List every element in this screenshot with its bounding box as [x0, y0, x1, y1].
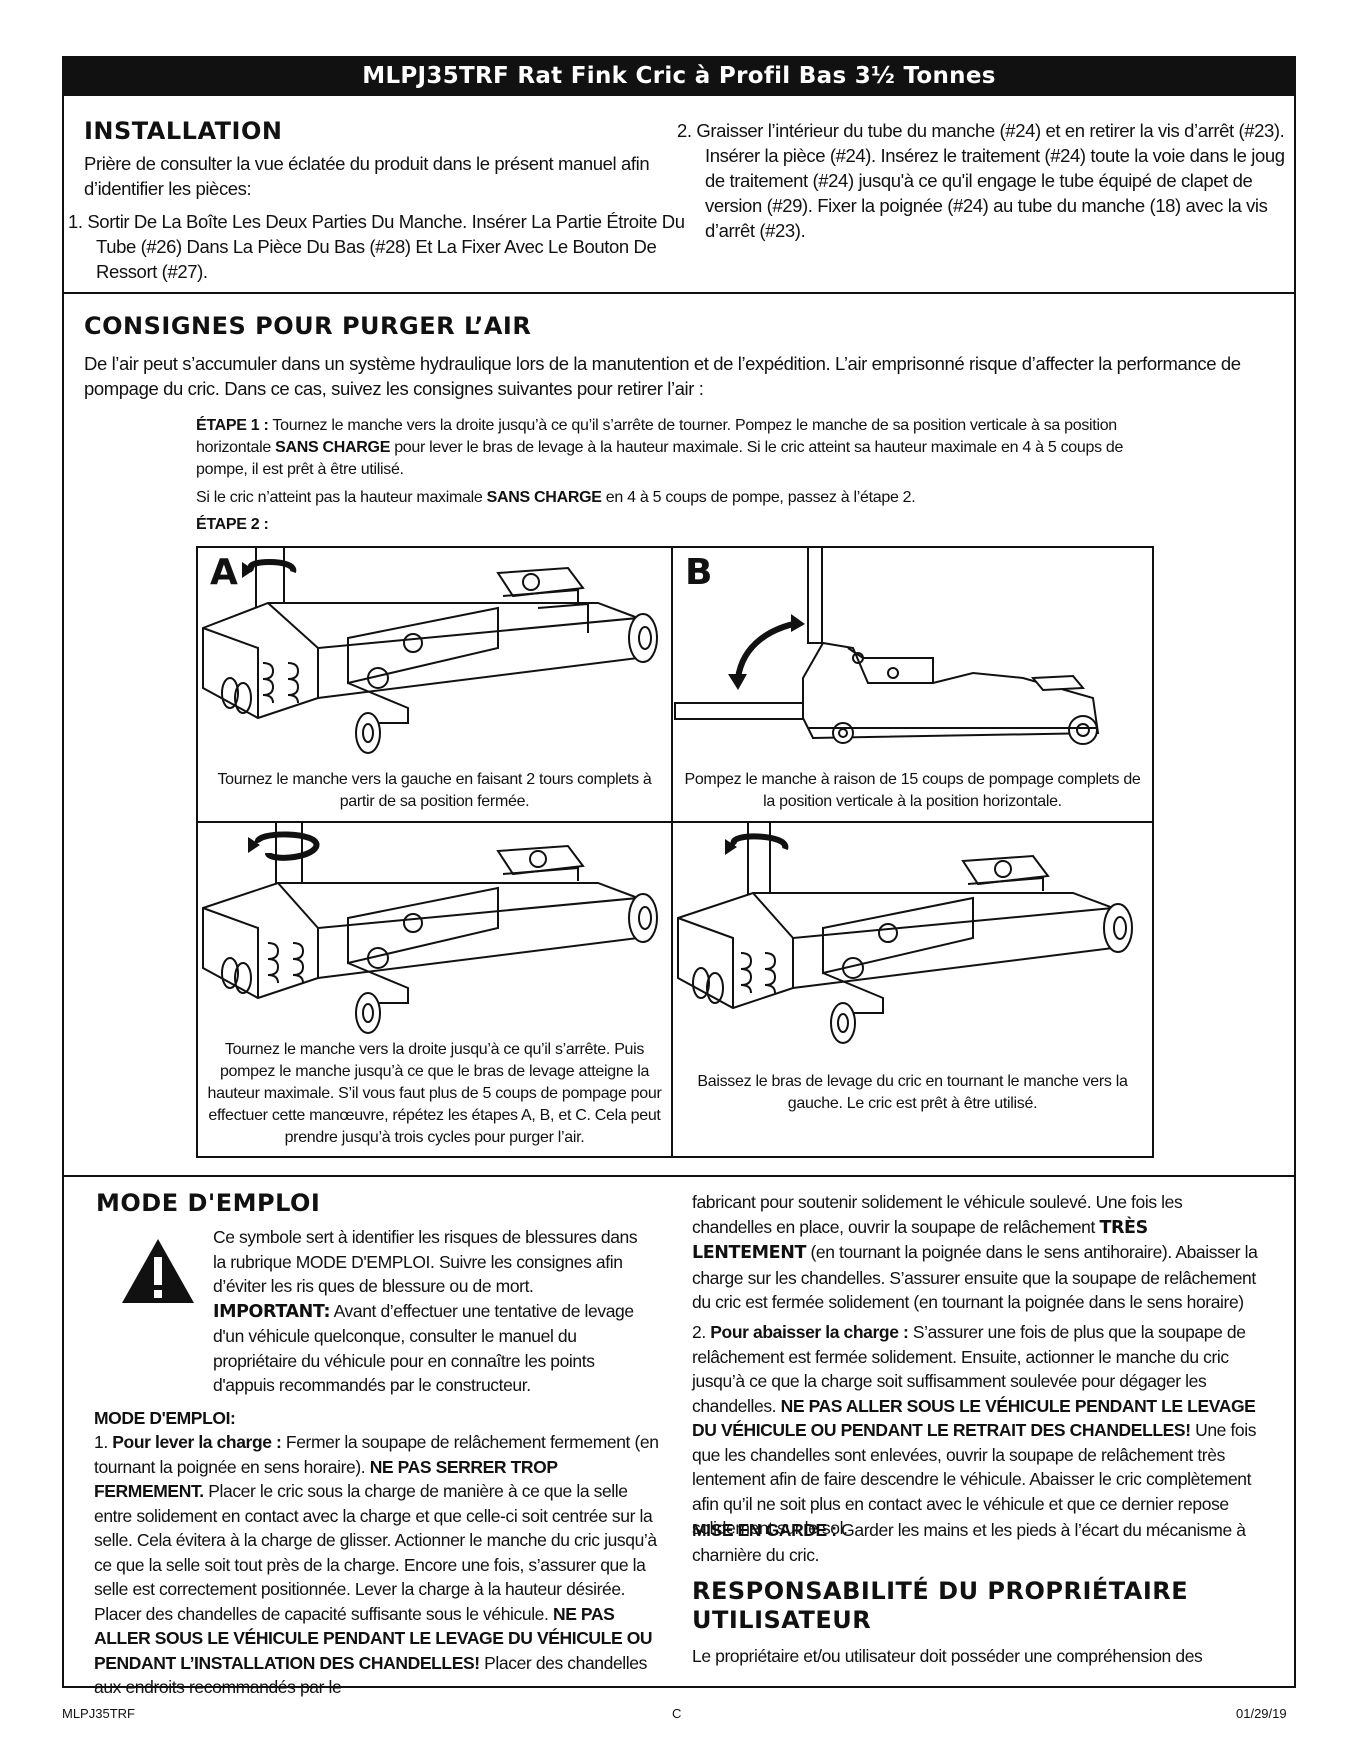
- purge-step-1-note: Si le cric n’atteint pas la hauteur maxi…: [196, 487, 1156, 509]
- footer-date: 01/29/19: [1236, 1706, 1287, 1721]
- cont-text-b: (en tournant la poignée dans le sens ant…: [692, 1242, 1258, 1312]
- mode-step-1-continued: fabricant pour soutenir solidement le vé…: [692, 1190, 1262, 1315]
- step-1-text-c: Placer des chandelles aux endroits recom…: [94, 1652, 647, 1698]
- note-text-a: Si le cric n’atteint pas la hauteur maxi…: [196, 489, 487, 506]
- step-1-bold-1: NE PAS SERRER TROP FERMEMENT.: [94, 1456, 558, 1502]
- owner-heading: RESPONSABILITÉ DU PROPRIÉTAIRE UTILISATE…: [692, 1577, 1189, 1634]
- caution-label: MISE EN GARDE :: [692, 1520, 837, 1540]
- jack-illustration-b: [674, 548, 1100, 745]
- footer-page: C: [672, 1706, 682, 1721]
- step-2-bold: NE PAS ALLER SOUS LE VÉHICULE PENDANT LE…: [692, 1395, 1256, 1441]
- step-2-text-a: S’assurer une fois de plus que la soupap…: [692, 1322, 1246, 1416]
- panel-d-caption: Baissez le bras de levage du cric en tou…: [697, 1073, 1128, 1112]
- step-1-bold: SANS CHARGE: [275, 439, 391, 456]
- panel-d: Baissez le bras de levage du cric en tou…: [673, 823, 1152, 1156]
- jack-illustration-a: [202, 548, 658, 754]
- installation-heading: INSTALLATION: [84, 117, 283, 145]
- step-1-text-b: Placer le cric sous la charge de manière…: [94, 1481, 657, 1624]
- purge-step-2-label: ÉTAPE 2 :: [196, 516, 269, 533]
- cont-bold: TRÈS LENTEMENT: [692, 1217, 1148, 1264]
- step-1-text-a: Fermer la soupape de relâchement fermeme…: [94, 1432, 659, 1477]
- panel-b: B Pompez le manche à raison de 15 coups …: [673, 548, 1152, 823]
- mode-subheading: MODE D'EMPLOI:: [94, 1408, 236, 1428]
- installation-step-2: 2. Graisser l’intérieur du tube du manch…: [677, 120, 1285, 241]
- footer-model: MLPJ35TRF: [62, 1706, 135, 1721]
- step-1-text-a: Tournez le manche vers la droite jusqu’à…: [196, 417, 1117, 456]
- panel-a: A Tournez le manche vers la gauche en fa…: [198, 548, 673, 823]
- warning-text-b: Avant d’effectuer une tentative de levag…: [213, 1300, 634, 1396]
- document-title: MLPJ35TRF Rat Fink Cric à Profil Bas 3½ …: [62, 56, 1296, 96]
- important-label: IMPORTANT:: [213, 1301, 331, 1322]
- warning-triangle-icon: [122, 1239, 194, 1303]
- purge-intro: De l’air peut s’accumuler dans un systèm…: [84, 353, 1241, 399]
- cont-text-a: fabricant pour soutenir solidement le vé…: [692, 1192, 1183, 1237]
- panel-a-letter: A: [210, 552, 238, 593]
- mode-heading: MODE D'EMPLOI: [96, 1189, 321, 1217]
- installation-intro: Prière de consulter la vue éclatée du pr…: [84, 153, 650, 199]
- step-1-bold-2: NE PAS ALLER SOUS LE VÉHICULE PENDANT LE…: [94, 1603, 653, 1673]
- section-divider: [62, 292, 1296, 294]
- note-text-b: en 4 à 5 coups de pompe, passez à l’étap…: [601, 489, 916, 506]
- caution-text: Garder les mains et les pieds à l’écart …: [692, 1520, 1246, 1565]
- panel-b-letter: B: [685, 552, 713, 593]
- panel-c: Tournez le manche vers la droite jusqu’à…: [198, 823, 673, 1156]
- note-bold: SANS CHARGE: [486, 489, 602, 506]
- jack-illustration-c: [202, 823, 658, 1034]
- step-2-text-b: Une fois que les chandelles sont enlevée…: [692, 1420, 1257, 1538]
- panel-c-caption: Tournez le manche vers la droite jusqu’à…: [207, 1041, 662, 1146]
- step-1-label: ÉTAPE 1 :: [196, 417, 269, 434]
- mode-step-2: 2. Pour abaisser la charge : S’assurer u…: [692, 1322, 1257, 1538]
- step-1-raise-label: Pour lever la charge :: [112, 1432, 282, 1452]
- mode-step-1: 1. Pour lever la charge : Fermer la soup…: [94, 1432, 659, 1698]
- warning-text-a: Ce symbole sert à identifier les risques…: [213, 1227, 638, 1296]
- panel-b-caption: Pompez le manche à raison de 15 coups de…: [684, 771, 1141, 810]
- warning-text: Ce symbole sert à identifier les risques…: [213, 1225, 653, 1398]
- jack-illustration-d: [677, 823, 1133, 1044]
- purge-step-1: ÉTAPE 1 : Tournez le manche vers la droi…: [196, 415, 1156, 481]
- step-2-lower-label: Pour abaisser la charge :: [710, 1322, 909, 1342]
- owner-text: Le propriétaire et/ou utilisateur doit p…: [692, 1646, 1203, 1666]
- page-frame: [62, 56, 1296, 1688]
- caution-note: MISE EN GARDE : Garder les mains et les …: [692, 1518, 1262, 1567]
- section-divider-2: [62, 1175, 1296, 1177]
- panel-a-caption: Tournez le manche vers la gauche en fais…: [217, 771, 652, 810]
- installation-step-1: 1. Sortir De La Boîte Les Deux Parties D…: [68, 211, 685, 282]
- step-2-illustration-grid: A Tournez le manche vers la gauche en fa…: [196, 546, 1154, 1158]
- step-1-text-b: pour lever le bras de levage à la hauteu…: [196, 439, 1124, 478]
- purge-heading: CONSIGNES POUR PURGER L’AIR: [84, 312, 532, 340]
